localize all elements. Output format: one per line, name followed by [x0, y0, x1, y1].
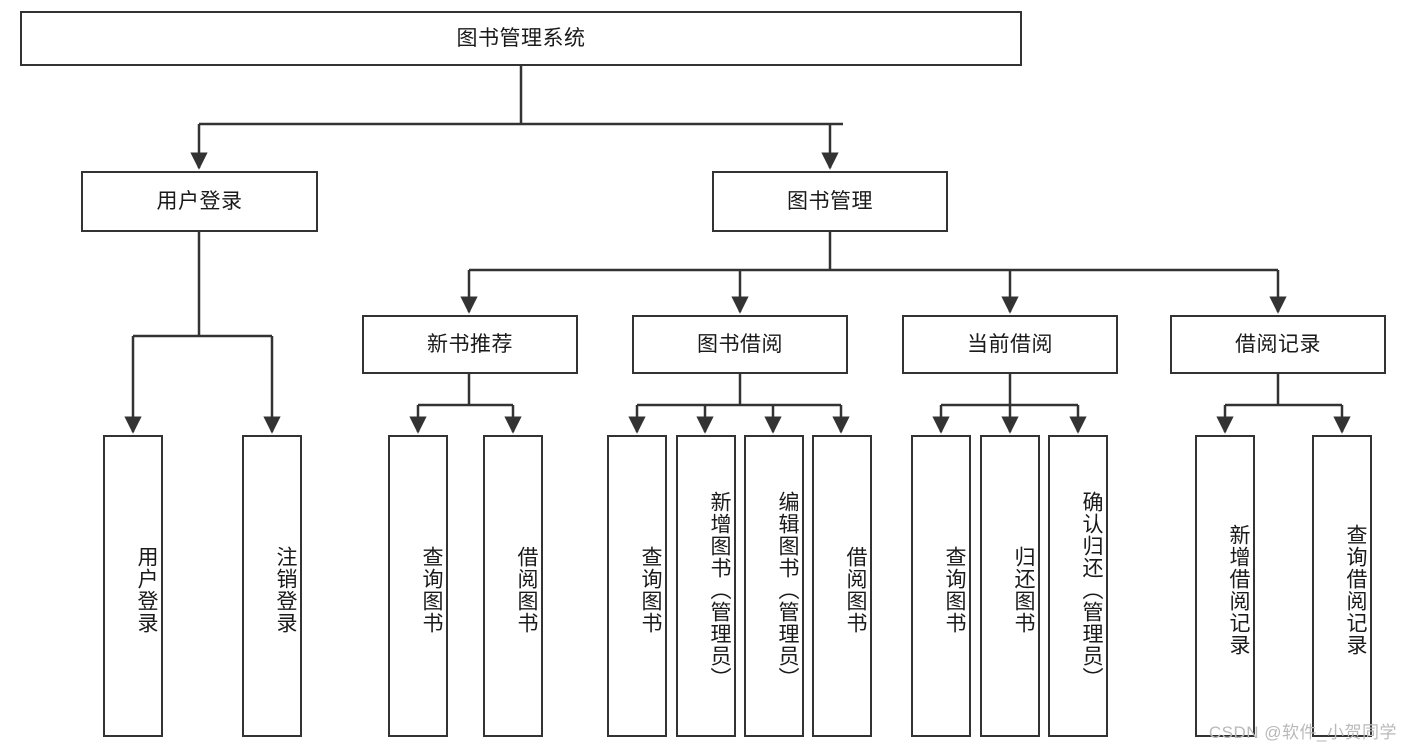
leaf-label: 归还图书: [1012, 546, 1035, 634]
node-book-borrow-label: 图书借阅: [697, 332, 783, 356]
leaf-label: 新增借阅记录: [1227, 524, 1250, 656]
leaf-label: 注销登录: [274, 546, 297, 634]
node-user-login[interactable]: 用户登录: [81, 171, 318, 232]
leaf-new-book-query[interactable]: 查询图书: [388, 435, 448, 737]
leaf-borrow-record-add[interactable]: 新增借阅记录: [1195, 435, 1255, 737]
node-user-login-label: 用户登录: [156, 189, 243, 213]
leaf-label: 编辑图书（管理员）: [776, 491, 799, 689]
node-new-book-recommend[interactable]: 新书推荐: [362, 315, 578, 374]
watermark: CSDN @软件_小贺同学: [1208, 723, 1397, 742]
leaf-user-login-logout[interactable]: 注销登录: [242, 435, 302, 737]
node-book-manage-label: 图书管理: [787, 189, 873, 213]
leaf-label: 借阅图书: [515, 546, 538, 634]
node-new-book-recommend-label: 新书推荐: [427, 332, 513, 356]
leaf-label: 确认归还（管理员）: [1080, 491, 1103, 689]
node-book-manage[interactable]: 图书管理: [712, 171, 948, 232]
node-root[interactable]: 图书管理系统: [20, 11, 1022, 66]
leaf-label: 查询图书: [943, 546, 966, 634]
node-borrow-record[interactable]: 借阅记录: [1170, 315, 1386, 374]
leaf-label: 查询借阅记录: [1344, 524, 1367, 656]
node-root-label: 图书管理系统: [456, 26, 586, 50]
node-book-borrow[interactable]: 图书借阅: [632, 315, 848, 374]
leaf-book-borrow-add[interactable]: 新增图书（管理员）: [676, 435, 736, 737]
leaf-label: 新增图书（管理员）: [708, 491, 731, 689]
leaf-label: 用户登录: [135, 546, 158, 634]
leaf-book-borrow-query[interactable]: 查询图书: [607, 435, 667, 737]
leaf-current-borrow-confirm-return[interactable]: 确认归还（管理员）: [1048, 435, 1108, 737]
leaf-current-borrow-query[interactable]: 查询图书: [911, 435, 971, 737]
leaf-label: 查询图书: [639, 546, 662, 634]
leaf-user-login-login[interactable]: 用户登录: [103, 435, 163, 737]
node-current-borrow-label: 当前借阅: [967, 332, 1053, 356]
leaf-book-borrow-edit[interactable]: 编辑图书（管理员）: [744, 435, 804, 737]
leaf-label: 借阅图书: [844, 546, 867, 634]
node-current-borrow[interactable]: 当前借阅: [902, 315, 1118, 374]
leaf-book-borrow-borrow[interactable]: 借阅图书: [812, 435, 872, 737]
node-borrow-record-label: 借阅记录: [1235, 332, 1321, 356]
leaf-new-book-borrow[interactable]: 借阅图书: [483, 435, 543, 737]
leaf-current-borrow-return[interactable]: 归还图书: [980, 435, 1040, 737]
leaf-borrow-record-query[interactable]: 查询借阅记录: [1312, 435, 1372, 737]
leaf-label: 查询图书: [420, 546, 443, 634]
